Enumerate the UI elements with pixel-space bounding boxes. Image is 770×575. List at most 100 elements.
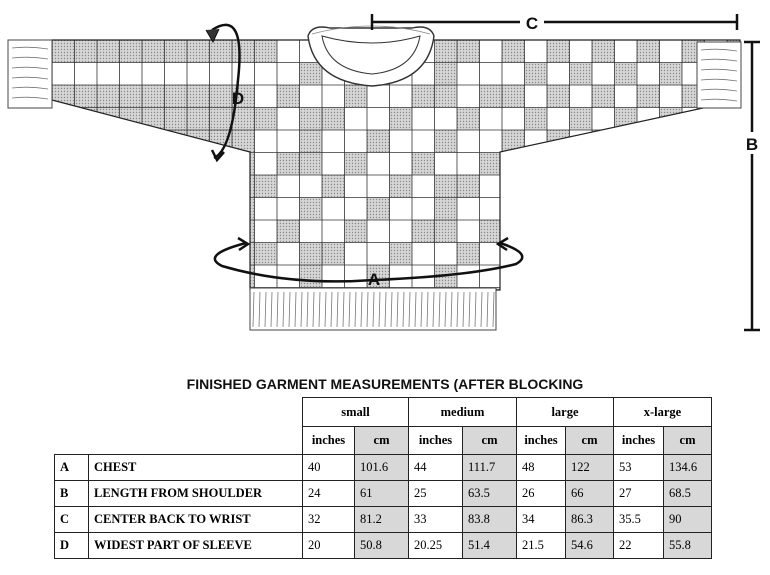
row-label: WIDEST PART OF SLEEVE xyxy=(88,532,303,559)
grid-cell xyxy=(389,107,412,130)
grid-cell xyxy=(704,152,727,175)
grid-cell xyxy=(322,175,345,198)
size-header-row: small medium large x-large xyxy=(55,397,712,427)
value-cell: 81.2 xyxy=(354,506,409,533)
grid-cell xyxy=(569,242,592,265)
unit-inches: inches xyxy=(516,426,566,455)
unit-cm: cm xyxy=(354,426,409,455)
value-cell: 26 xyxy=(516,480,566,507)
grid-cell xyxy=(614,287,637,290)
grid-cell xyxy=(232,107,255,130)
value-cell: 86.3 xyxy=(565,506,614,533)
grid-cell xyxy=(164,265,187,288)
row-label: CENTER BACK TO WRIST xyxy=(88,506,303,533)
grid-cell xyxy=(524,107,547,130)
grid-cell xyxy=(52,40,75,63)
value-cell: 83.8 xyxy=(462,506,517,533)
grid-cell xyxy=(164,40,187,63)
grid-cell xyxy=(119,152,142,175)
grid-cell xyxy=(142,40,165,63)
grid-cell xyxy=(434,197,457,220)
grid-cell xyxy=(52,287,75,290)
grid-cell xyxy=(97,197,120,220)
grid-cell xyxy=(434,40,457,63)
row-label: LENGTH FROM SHOULDER xyxy=(88,480,303,507)
grid-cell xyxy=(74,265,97,288)
table-row: A CHEST 40 101.6 44 111.7 48 122 53 134.… xyxy=(54,454,712,481)
grid-cell xyxy=(232,40,255,63)
grid-cell xyxy=(299,152,322,175)
unit-inches: inches xyxy=(408,426,463,455)
grid-cell xyxy=(457,107,480,130)
grid-cell xyxy=(502,85,525,108)
grid-cell xyxy=(434,130,457,153)
grid-cell xyxy=(412,152,435,175)
grid-cell xyxy=(97,152,120,175)
label-c: C xyxy=(526,14,538,33)
grid-cell xyxy=(119,220,142,243)
grid-cell xyxy=(187,85,210,108)
value-cell: 68.5 xyxy=(663,480,712,507)
grid-cell xyxy=(119,40,142,63)
grid-cell xyxy=(52,220,75,243)
grid-cell xyxy=(142,152,165,175)
value-cell: 22 xyxy=(613,532,664,559)
grid-cell xyxy=(164,85,187,108)
grid-cell xyxy=(727,220,740,243)
grid-cell xyxy=(614,62,637,85)
sweater-schematic: C B D A xyxy=(7,14,760,332)
row-letter: B xyxy=(54,480,89,507)
grid-cell xyxy=(52,85,75,108)
grid-cell xyxy=(52,130,75,153)
table-row: B LENGTH FROM SHOULDER 24 61 25 63.5 26 … xyxy=(54,480,712,507)
grid-cell xyxy=(524,242,547,265)
value-cell: 33 xyxy=(408,506,463,533)
grid-cell xyxy=(637,265,660,288)
grid-cell xyxy=(524,197,547,220)
grid-cell xyxy=(344,152,367,175)
grid-cell xyxy=(502,175,525,198)
grid-cell xyxy=(187,152,210,175)
grid-cell xyxy=(704,287,727,290)
grid-cell xyxy=(209,40,232,63)
grid-cell xyxy=(704,107,727,130)
grid-cell xyxy=(704,197,727,220)
grid-cell xyxy=(569,287,592,290)
grid-cell xyxy=(209,197,232,220)
grid-cell xyxy=(727,175,740,198)
grid-cell xyxy=(52,265,75,288)
value-cell: 111.7 xyxy=(462,454,517,481)
unit-inches: inches xyxy=(613,426,664,455)
value-cell: 134.6 xyxy=(663,454,712,481)
grid-cell xyxy=(97,175,120,198)
grid-cell xyxy=(344,220,367,243)
grid-cell xyxy=(299,62,322,85)
grid-cell xyxy=(142,175,165,198)
grid-cell xyxy=(254,175,277,198)
grid-cell xyxy=(74,130,97,153)
grid-cell xyxy=(187,265,210,288)
grid-cell xyxy=(547,85,570,108)
grid-cell xyxy=(97,220,120,243)
grid-cell xyxy=(74,40,97,63)
value-cell: 32 xyxy=(302,506,355,533)
grid-cell xyxy=(524,152,547,175)
label-d: D xyxy=(232,89,244,108)
grid-cell xyxy=(119,175,142,198)
grid-cell xyxy=(659,287,682,290)
grid-cell xyxy=(569,107,592,130)
grid-cell xyxy=(97,107,120,130)
value-cell: 27 xyxy=(613,480,664,507)
grid-cell xyxy=(232,197,255,220)
grid-cell xyxy=(277,85,300,108)
value-cell: 66 xyxy=(565,480,614,507)
grid-cell xyxy=(232,175,255,198)
grid-cell xyxy=(592,220,615,243)
grid-cell xyxy=(209,287,232,290)
grid-cell xyxy=(479,220,502,243)
table-row: C CENTER BACK TO WRIST 32 81.2 33 83.8 3… xyxy=(54,506,712,533)
grid-cell xyxy=(389,242,412,265)
grid-cell xyxy=(637,175,660,198)
grid-cell xyxy=(547,175,570,198)
grid-cell xyxy=(187,175,210,198)
